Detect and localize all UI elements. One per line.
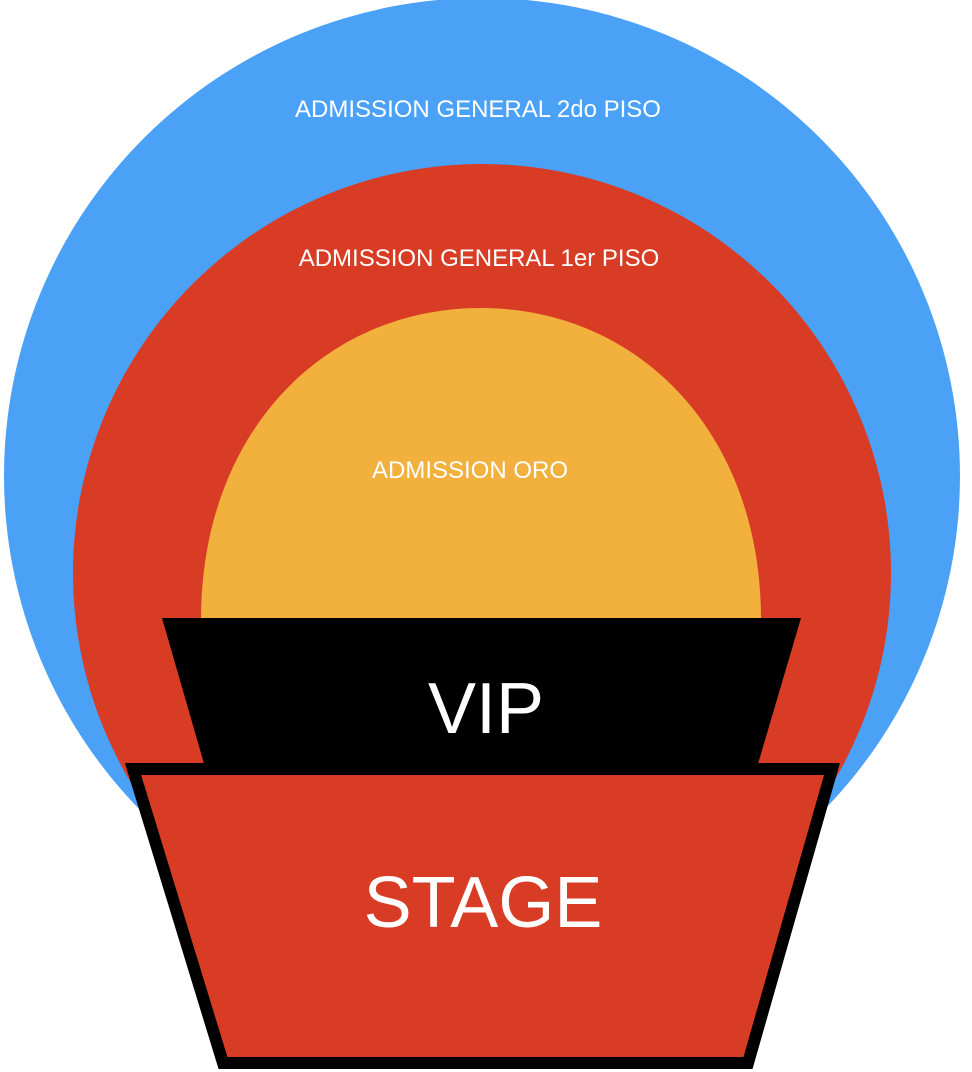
zone-general-1er-piso-label: ADMISSION GENERAL 1er PISO [299, 245, 660, 272]
zone-oro-label: ADMISSION ORO [372, 457, 568, 484]
zone-general-2do-piso-label: ADMISSION GENERAL 2do PISO [295, 96, 661, 123]
zone-oro[interactable] [201, 308, 761, 640]
zone-stage[interactable] [124, 763, 840, 1069]
zone-vip-label: VIP [428, 669, 544, 749]
zone-vip[interactable] [162, 618, 801, 774]
zone-stage-label: STAGE [364, 863, 603, 943]
